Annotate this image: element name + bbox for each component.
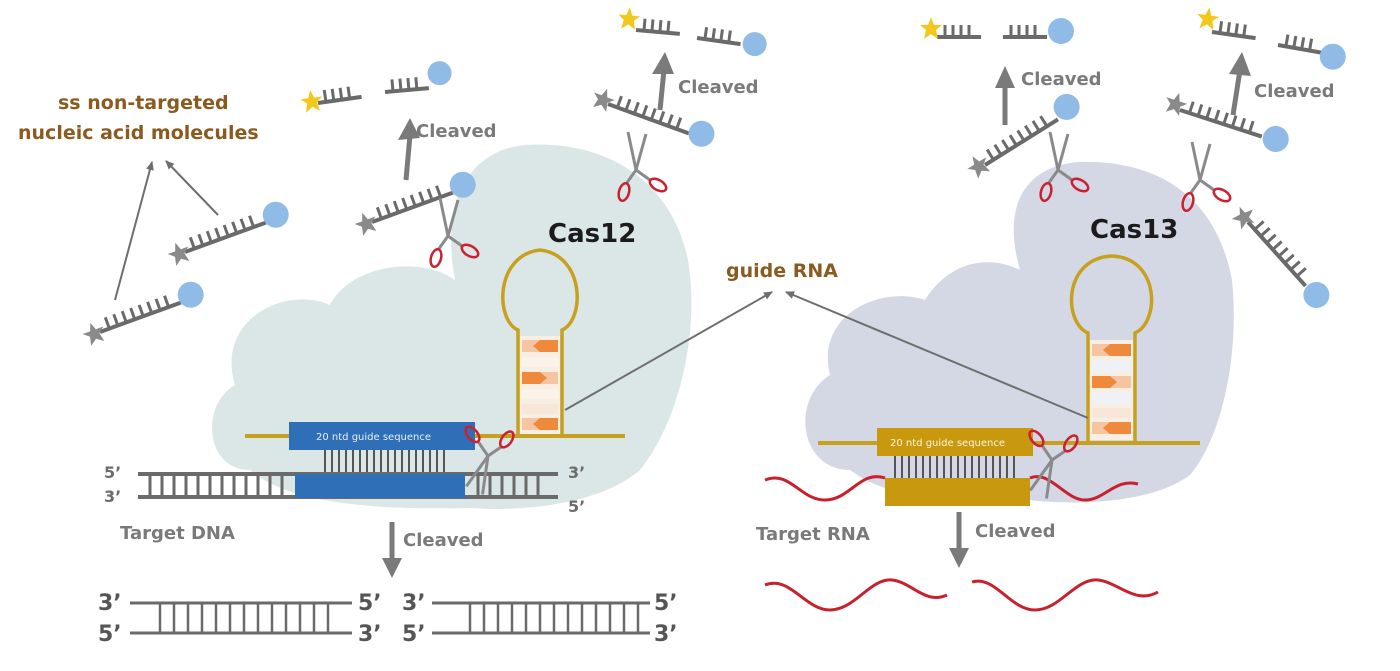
dna-fragment-right (432, 601, 650, 635)
cas12-guide-sequence-label: 20 ntd guide sequence (316, 432, 431, 443)
cleaved-label-reporter-4: Cleaved (1254, 81, 1335, 102)
cleaved-fragment-quencher (1276, 31, 1346, 70)
cas13-guide-sequence-label: 20 ntd guide sequence (890, 438, 1005, 449)
frag2-5prime-r: 5’ (654, 591, 678, 616)
pointer-arrow (114, 161, 154, 301)
cas13-label: Cas13 (1090, 215, 1178, 245)
cas12-panel: Cas12 20 ntd guide sequence (18, 6, 773, 647)
cleaved-arrow-down-icon (949, 512, 969, 568)
quencher-icon (177, 281, 204, 308)
frag1-5prime: 5’ (98, 622, 122, 647)
cleaved-fragment-quencher (381, 61, 452, 94)
dna-5prime-left: 5’ (104, 463, 121, 482)
intact-reporter (164, 201, 289, 268)
frag2-3prime-r: 3’ (654, 622, 678, 647)
guide-rna-label: guide RNA (726, 260, 838, 282)
ss-nontargeted-label-line1: ss non-targeted (58, 92, 229, 114)
frag1-3prime: 3’ (98, 591, 122, 616)
cleaved-label-rna: Cleaved (975, 521, 1056, 542)
intact-reporter (79, 281, 204, 348)
target-rna-strand (764, 475, 886, 502)
cleaved-fragment-quencher (1001, 18, 1074, 44)
cleaved-label-reporter-3: Cleaved (1021, 69, 1102, 90)
quenched-fluorophore-icon (79, 319, 109, 348)
cleaved-label-reporter-2: Cleaved (678, 77, 759, 98)
dna-5prime-right: 5’ (568, 497, 585, 516)
cleaved-arrow-up-icon (652, 52, 674, 111)
cleaved-arrow-down-icon (382, 522, 402, 578)
frag2-3prime: 3’ (402, 591, 426, 616)
cas12-base-pairing (324, 450, 445, 474)
cleaved-fragment-fluorophore (299, 82, 364, 114)
cas12-target-dna (138, 472, 558, 499)
guide-rna-pointer-cas12 (564, 291, 773, 411)
guide-rna-pointer-cas13 (785, 291, 1089, 419)
reporter-being-cleaved (589, 85, 715, 147)
cleaved-label-dna: Cleaved (403, 530, 484, 551)
cas12-protein-body (212, 144, 692, 510)
frag1-3prime-r: 3’ (358, 622, 382, 647)
dna-3prime-left: 3’ (104, 487, 121, 506)
rna-fragment-right (971, 578, 1159, 612)
cas12-guide-sequence-block (289, 422, 475, 450)
cas13-panel: Cas13 20 ntd guide sequence Target RNA (756, 5, 1346, 612)
target-dna-label: Target DNA (120, 523, 235, 544)
cleaved-arrow-up-icon (398, 118, 420, 181)
cas13-base-pairing (894, 456, 1015, 478)
frag2-5prime: 5’ (402, 622, 426, 647)
cleaved-fragment-quencher (695, 24, 767, 57)
reporter-being-cleaved (1161, 89, 1289, 152)
cas12-label: Cas12 (548, 219, 636, 249)
cleaved-label-reporter-1: Cleaved (416, 121, 497, 142)
cleaved-arrow-up-icon (1229, 52, 1251, 116)
cleaved-fragment-fluorophore (617, 6, 683, 36)
dna-fragment-left (130, 601, 352, 635)
reporter-being-cleaved (963, 93, 1080, 181)
pointer-arrow (165, 160, 219, 216)
rna-fragment-left (764, 578, 948, 612)
cleaved-arrow-up-icon (995, 66, 1015, 125)
frag1-5prime-r: 5’ (358, 591, 382, 616)
target-rna-strand (1029, 475, 1139, 502)
intact-reporter (1229, 201, 1330, 308)
reporter-being-cleaved (351, 171, 476, 238)
cleaved-fragment-fluorophore (1195, 5, 1260, 41)
dna-3prime-right: 3’ (568, 463, 585, 482)
cas12-guide-rna (245, 248, 625, 438)
cleaved-fragment-fluorophore (920, 17, 983, 39)
cas13-guide-sequence-block (877, 428, 1033, 456)
target-rna-label: Target RNA (756, 524, 870, 545)
ss-nontargeted-label-line2: nucleic acid molecules (18, 122, 259, 144)
target-rna-bound-block (885, 478, 1030, 506)
